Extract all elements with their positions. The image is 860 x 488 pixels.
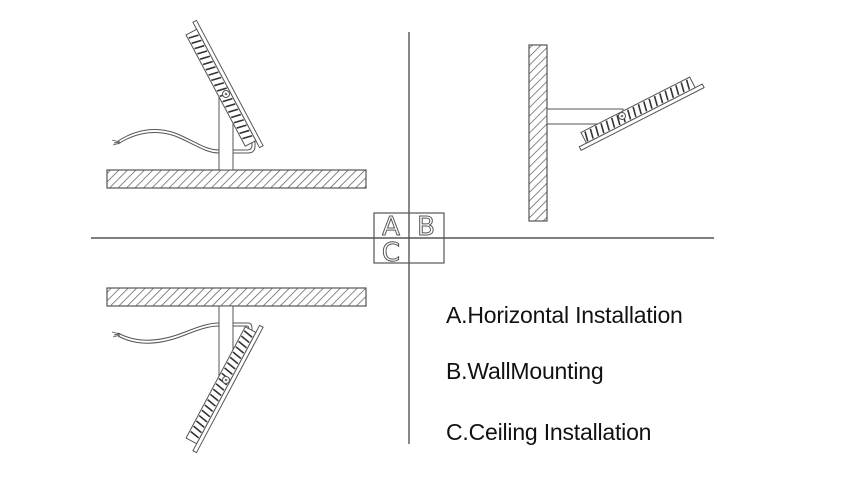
legend-key: B. — [446, 358, 468, 384]
heatsink-fin — [236, 124, 247, 129]
wall-mounting-drawing — [528, 44, 705, 222]
heatsink-fin — [648, 98, 653, 109]
quadrant-key-a: A — [382, 212, 400, 242]
heatsink-fin — [208, 71, 219, 76]
legend-label: Horizontal Installation — [467, 302, 683, 328]
heatsink-fin — [188, 34, 199, 39]
floodlight-panel-ceiling — [185, 324, 264, 454]
heatsink-fin — [194, 44, 205, 50]
heatsink-fin — [213, 81, 225, 87]
heatsink-fin — [616, 114, 621, 126]
heatsink-fin — [659, 93, 664, 104]
legend-key: A. — [446, 302, 468, 328]
heatsink-fin — [675, 84, 680, 96]
legend-key: C. — [446, 419, 469, 445]
quadrant-key-c: C — [382, 238, 400, 268]
heatsink-fin — [239, 129, 250, 135]
heatsink-fin — [229, 356, 239, 365]
heatsink-fin — [637, 104, 642, 115]
legend-item-wall: B.WallMounting — [446, 358, 604, 385]
heatsink-fin — [212, 388, 222, 397]
ceiling-installation-drawing — [106, 287, 367, 454]
heatsink-fin — [685, 79, 691, 90]
heatsink-fin — [626, 109, 632, 120]
heatsink-fin — [600, 123, 605, 134]
horizontal-installation-drawing — [106, 19, 367, 189]
heatsink-fin — [216, 87, 228, 92]
heatsink-fin — [195, 420, 205, 428]
heatsink-fin — [233, 119, 244, 124]
heatsink-fin — [201, 409, 211, 418]
heatsink-fin — [205, 66, 216, 71]
heatsink-fin — [235, 346, 245, 354]
heatsink-fin — [664, 90, 669, 101]
heatsink-fin — [243, 330, 253, 338]
heatsink-fin — [240, 335, 250, 344]
heatsink-fin — [193, 425, 202, 434]
heatsink-fin — [584, 131, 589, 142]
heatsink-fin — [653, 95, 659, 107]
heatsink-fin — [191, 39, 202, 45]
legend-label: WallMounting — [467, 358, 604, 384]
heatsink-fin — [204, 404, 214, 413]
heatsink-fin — [632, 106, 637, 118]
heatsink-fin — [610, 117, 616, 128]
power-cable — [117, 129, 253, 151]
heatsink-fin — [199, 55, 211, 60]
heatsink-fin — [211, 76, 222, 82]
heatsink-fin — [225, 103, 236, 108]
heatsink-fin — [680, 82, 685, 93]
floodlight-panel — [185, 19, 264, 149]
heatsink-fin — [197, 50, 208, 55]
heatsink-fin — [215, 383, 225, 391]
heatsink-fin — [228, 108, 239, 113]
quadrant-key: A B C — [373, 212, 445, 269]
heatsink-fin — [230, 113, 242, 119]
floor-surface — [106, 169, 367, 189]
heatsink-fin — [594, 125, 600, 137]
heatsink-fin — [222, 97, 233, 103]
heatsink-fin — [224, 367, 233, 375]
ceiling-surface — [106, 287, 367, 307]
power-cable-ceiling — [117, 322, 253, 341]
heatsink-fin — [198, 414, 208, 423]
heatsink-fin — [643, 101, 648, 112]
heatsink-fin — [238, 340, 247, 349]
heatsink-fin — [669, 87, 675, 98]
legend-item-ceiling: C.Ceiling Installation — [446, 419, 651, 446]
quadrant-key-b: B — [417, 212, 435, 242]
heatsink-fin — [190, 430, 200, 439]
heatsink-fin — [605, 120, 610, 131]
heatsink-fin — [589, 128, 594, 139]
heatsink-fin — [207, 399, 217, 407]
legend-label: Ceiling Installation — [468, 419, 652, 445]
legend-item-horizontal: A.Horizontal Installation — [446, 302, 683, 329]
floodlight-panel-wall — [578, 76, 705, 151]
heatsink-fin — [202, 60, 213, 66]
wall-surface — [528, 44, 548, 222]
heatsink-fin — [209, 393, 219, 402]
heatsink-fin — [226, 361, 236, 370]
heatsink-fin — [232, 351, 242, 360]
heatsink-fin — [242, 134, 253, 140]
